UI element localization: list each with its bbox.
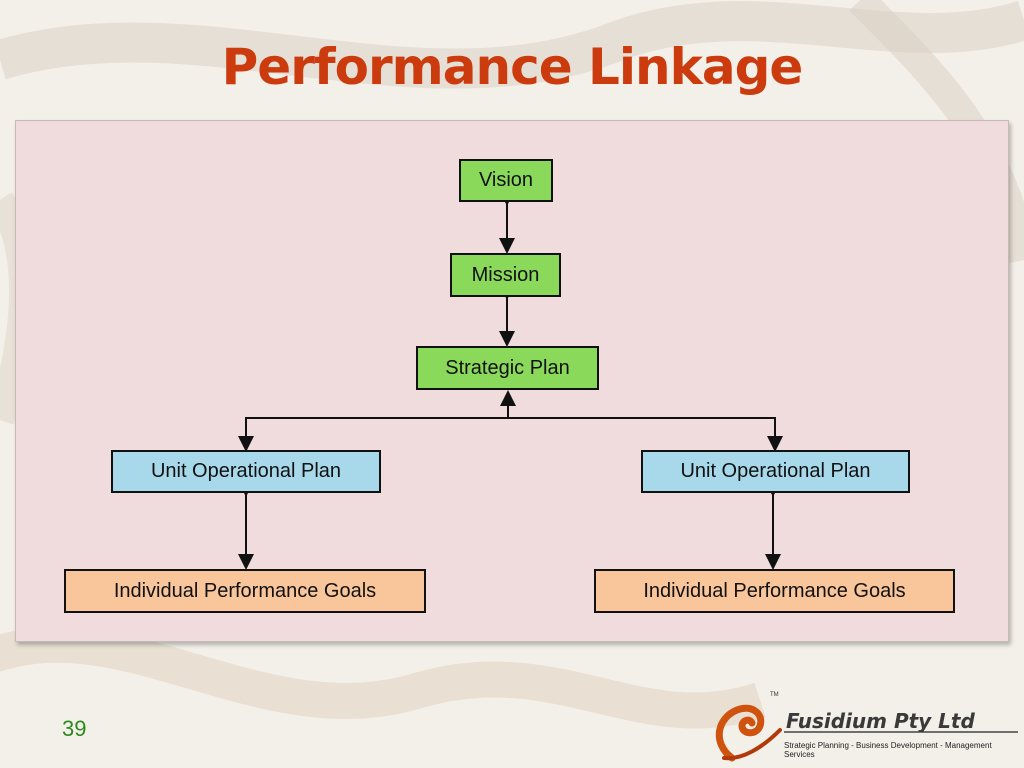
page-title: Performance Linkage [221, 38, 804, 96]
logo-tagline: Strategic Planning - Business Developmen… [784, 741, 992, 759]
individual-goals-right-box: Individual Performance Goals [594, 569, 955, 613]
logo-company-name: Fusidium Pty Ltd [786, 709, 975, 733]
branch-line [245, 417, 776, 447]
slide-number: 39 [62, 716, 87, 741]
trademark-mark: TM [770, 692, 779, 698]
unit-operational-plan-left-box: Unit Operational Plan [111, 450, 381, 493]
logo-swirl-icon [715, 704, 765, 762]
vision-box: Vision [459, 159, 553, 202]
mission-box: Mission [450, 253, 561, 297]
company-logo: TM [715, 692, 1018, 762]
strategic-plan-box: Strategic Plan [416, 346, 599, 390]
individual-goals-left-box: Individual Performance Goals [64, 569, 426, 613]
unit-operational-plan-right-box: Unit Operational Plan [641, 450, 910, 493]
